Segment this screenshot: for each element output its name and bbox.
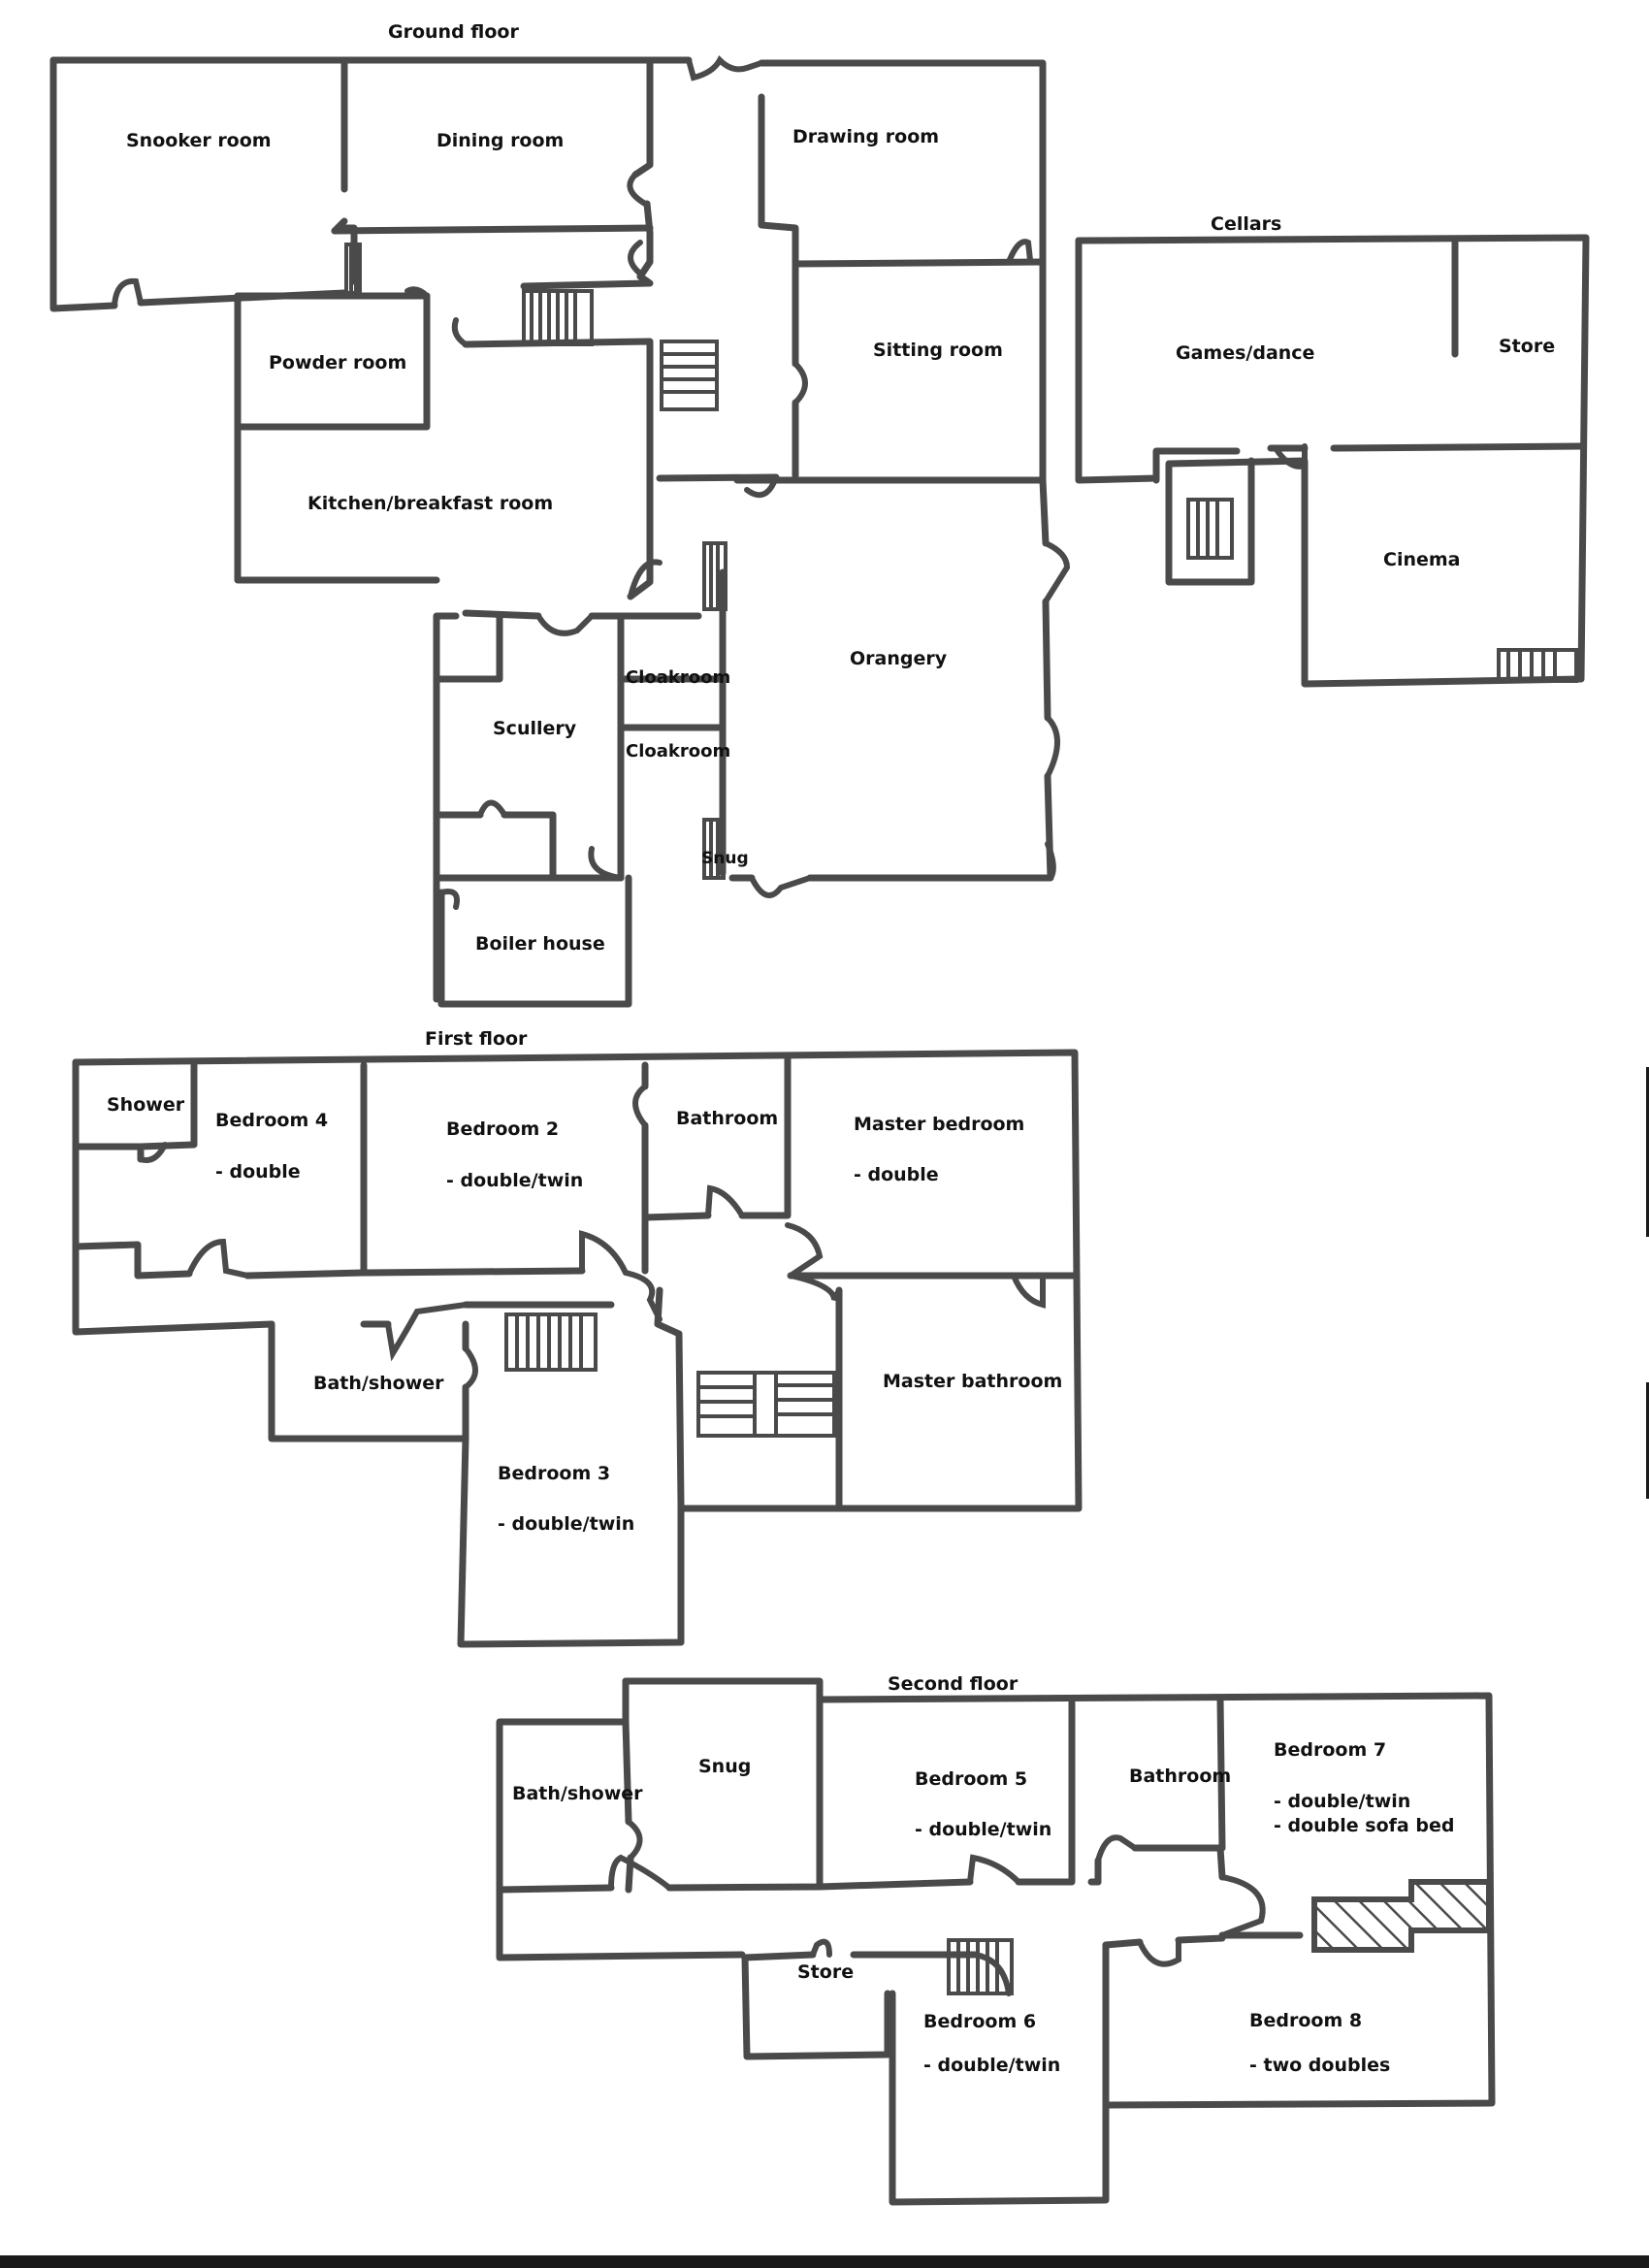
room-label-snooker-room: Snooker room	[126, 130, 272, 151]
room-label-second-store: Store	[797, 1961, 855, 1983]
second-floor-title: Second floor	[888, 1673, 1018, 1695]
room-label-master-bedroom: Master bedroom	[854, 1114, 1025, 1135]
room-label-shower: Shower	[107, 1094, 185, 1116]
room-label-bedroom-8: Bedroom 8	[1249, 2010, 1363, 2031]
scan-edge-bottom	[0, 2255, 1649, 2268]
room-label-games-dance: Games/dance	[1176, 342, 1315, 364]
room-label-sitting-room: Sitting room	[873, 340, 1003, 361]
room-label-bedroom-4: Bedroom 4	[215, 1110, 329, 1131]
scan-edge-right-lower	[1646, 1382, 1649, 1499]
room-label-master-bathroom: Master bathroom	[883, 1371, 1063, 1392]
room-label-bedroom-6: Bedroom 6	[923, 2011, 1037, 2032]
bed-info-bedroom-5: - double/twin	[915, 1819, 1052, 1840]
room-label-kitchen-breakfast-room: Kitchen/breakfast room	[307, 493, 554, 514]
first-floor-title: First floor	[425, 1028, 528, 1050]
room-label-bedroom-5: Bedroom 5	[915, 1768, 1028, 1790]
first-floor-plan	[72, 1049, 1083, 1648]
scan-edge-right-upper	[1646, 1067, 1649, 1237]
room-label-bedroom-2: Bedroom 2	[446, 1118, 560, 1140]
room-label-cloakroom-1: Cloakroom	[626, 667, 731, 688]
room-label-cinema: Cinema	[1383, 549, 1461, 570]
room-label-first-bathroom: Bathroom	[676, 1108, 779, 1129]
bed-info-master-bedroom: - double	[854, 1164, 939, 1185]
ground-floor-plan	[49, 55, 1071, 1008]
room-label-second-bathroom: Bathroom	[1129, 1766, 1232, 1787]
room-label-orangery: Orangery	[850, 648, 948, 669]
room-label-cloakroom-2: Cloakroom	[626, 741, 731, 761]
room-label-boiler-house: Boiler house	[475, 933, 605, 955]
room-label-bedroom-7: Bedroom 7	[1274, 1739, 1387, 1761]
cellars-title: Cellars	[1211, 213, 1282, 235]
room-label-powder-room: Powder room	[269, 352, 407, 373]
room-label-bedroom-3: Bedroom 3	[498, 1463, 611, 1484]
room-label-first-bath-shower: Bath/shower	[313, 1373, 444, 1394]
room-label-drawing-room: Drawing room	[792, 126, 940, 147]
bed-info-bedroom-2: - double/twin	[446, 1170, 584, 1191]
bed-info-bedroom-7-line-1: - double/twin	[1274, 1791, 1411, 1812]
room-label-snug-second: Snug	[698, 1756, 752, 1777]
bed-info-bedroom-6: - double/twin	[923, 2055, 1061, 2076]
cellars-plan	[1075, 234, 1590, 688]
room-label-scullery: Scullery	[493, 718, 577, 739]
room-label-snug-ground: Snug	[701, 849, 749, 868]
room-label-second-bath-shower: Bath/shower	[512, 1783, 643, 1804]
room-label-cellar-store: Store	[1499, 336, 1556, 357]
bed-info-bedroom-8: - two doubles	[1249, 2055, 1391, 2076]
bed-info-bedroom-7-line-2: - double sofa bed	[1274, 1815, 1455, 1836]
room-label-dining-room: Dining room	[436, 130, 565, 151]
bed-info-bedroom-3: - double/twin	[498, 1513, 635, 1535]
second-floor-plan	[496, 1677, 1496, 2206]
ground-floor-title: Ground floor	[388, 21, 519, 43]
bed-info-bedroom-4: - double	[215, 1161, 301, 1183]
